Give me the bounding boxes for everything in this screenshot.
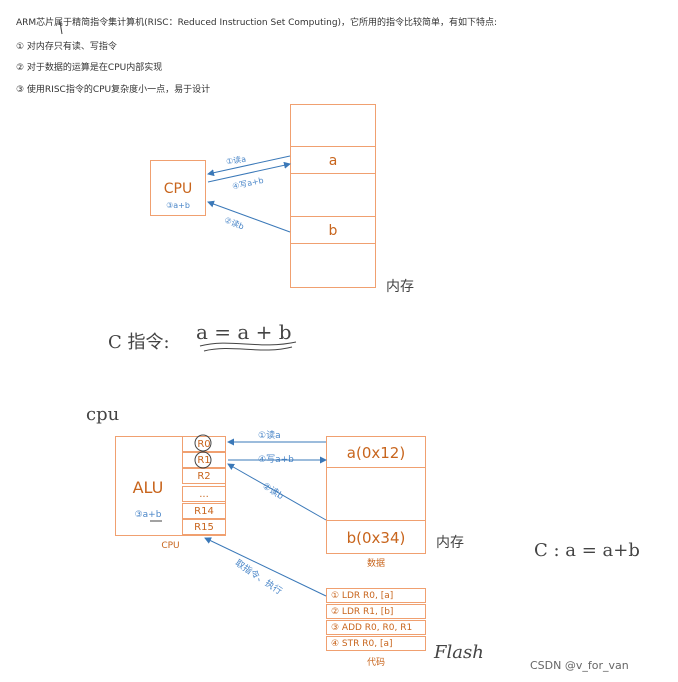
intro-line-3: ② 对于数据的运算是在CPU内部实现 [16,63,163,73]
memory-a-label: a [328,153,338,169]
register-r2: R2 [182,468,226,484]
register-r0: R0 [182,436,226,452]
register-r15: R15 [182,519,226,535]
r0-circle [194,434,212,452]
c-expression-scribble [203,346,293,352]
c-expression: a = a + b [196,320,292,344]
intro-line-1: ARM芯片属于精简指令集计算机(RISC：Reduced Instruction… [16,18,498,28]
code-line-4: ④ STR R0, [a] [326,636,426,651]
code-line-3: ③ ADD R0, R0, R1 [326,620,426,635]
memory-column [290,104,376,288]
d1-read-b-arrow [207,200,291,233]
cpu-label: CPU [163,181,193,197]
code-caption: 代码 [366,658,385,668]
intro-line-4: ③ 使用RISC指令的CPU复杂度小一点，易于设计 [16,85,211,95]
data-caption: 数据 [366,559,385,569]
fetch-arrow [204,537,327,597]
memory-cell-a: a(0x12) [326,436,426,468]
watermark: CSDN @v_for_van [530,659,629,672]
alu-label: ALU [132,478,164,497]
memory-a-value: a(0x12) [346,444,406,462]
code-line-1: ① LDR R0, [a] [326,588,426,603]
memory-cell-b: b [290,216,376,244]
c-note-handwritten: C : a = a+b [534,540,640,561]
r1-circle [194,451,212,469]
intro-line-2: ① 对内存只有读、写指令 [16,42,117,52]
memory-b-label: b [328,223,338,239]
cpu-caption: CPU [161,541,180,551]
d1-memory-handwritten: 内存 [386,279,414,295]
cpu-handwritten: cpu [86,404,120,425]
memory-cell-b: b(0x34) [326,520,426,554]
d1-read-a-arrow [207,155,291,177]
memory-cell-a: a [290,146,376,174]
register-r14: R14 [182,503,226,519]
cpu-op-label: ③a+b [166,201,190,210]
d2-read-a-label: ①读a [258,431,281,441]
code-line-2: ② LDR R1, [b] [326,604,426,619]
c-instruction-label: C 指令: [108,332,170,353]
register-ellipsis: ... [182,486,226,502]
d2-memory-handwritten: 内存 [436,535,464,551]
memory-b-value: b(0x34) [346,529,406,547]
d2-read-b-arrow [227,463,327,521]
c-expression-underline [199,341,297,347]
cpu-box: CPU ③a+b [150,160,206,216]
d1-write-arrow [207,161,291,183]
intro-cursor-mark [59,21,63,35]
flash-handwritten: Flash [434,642,484,663]
alu-op-label: ③a+b [134,510,162,520]
